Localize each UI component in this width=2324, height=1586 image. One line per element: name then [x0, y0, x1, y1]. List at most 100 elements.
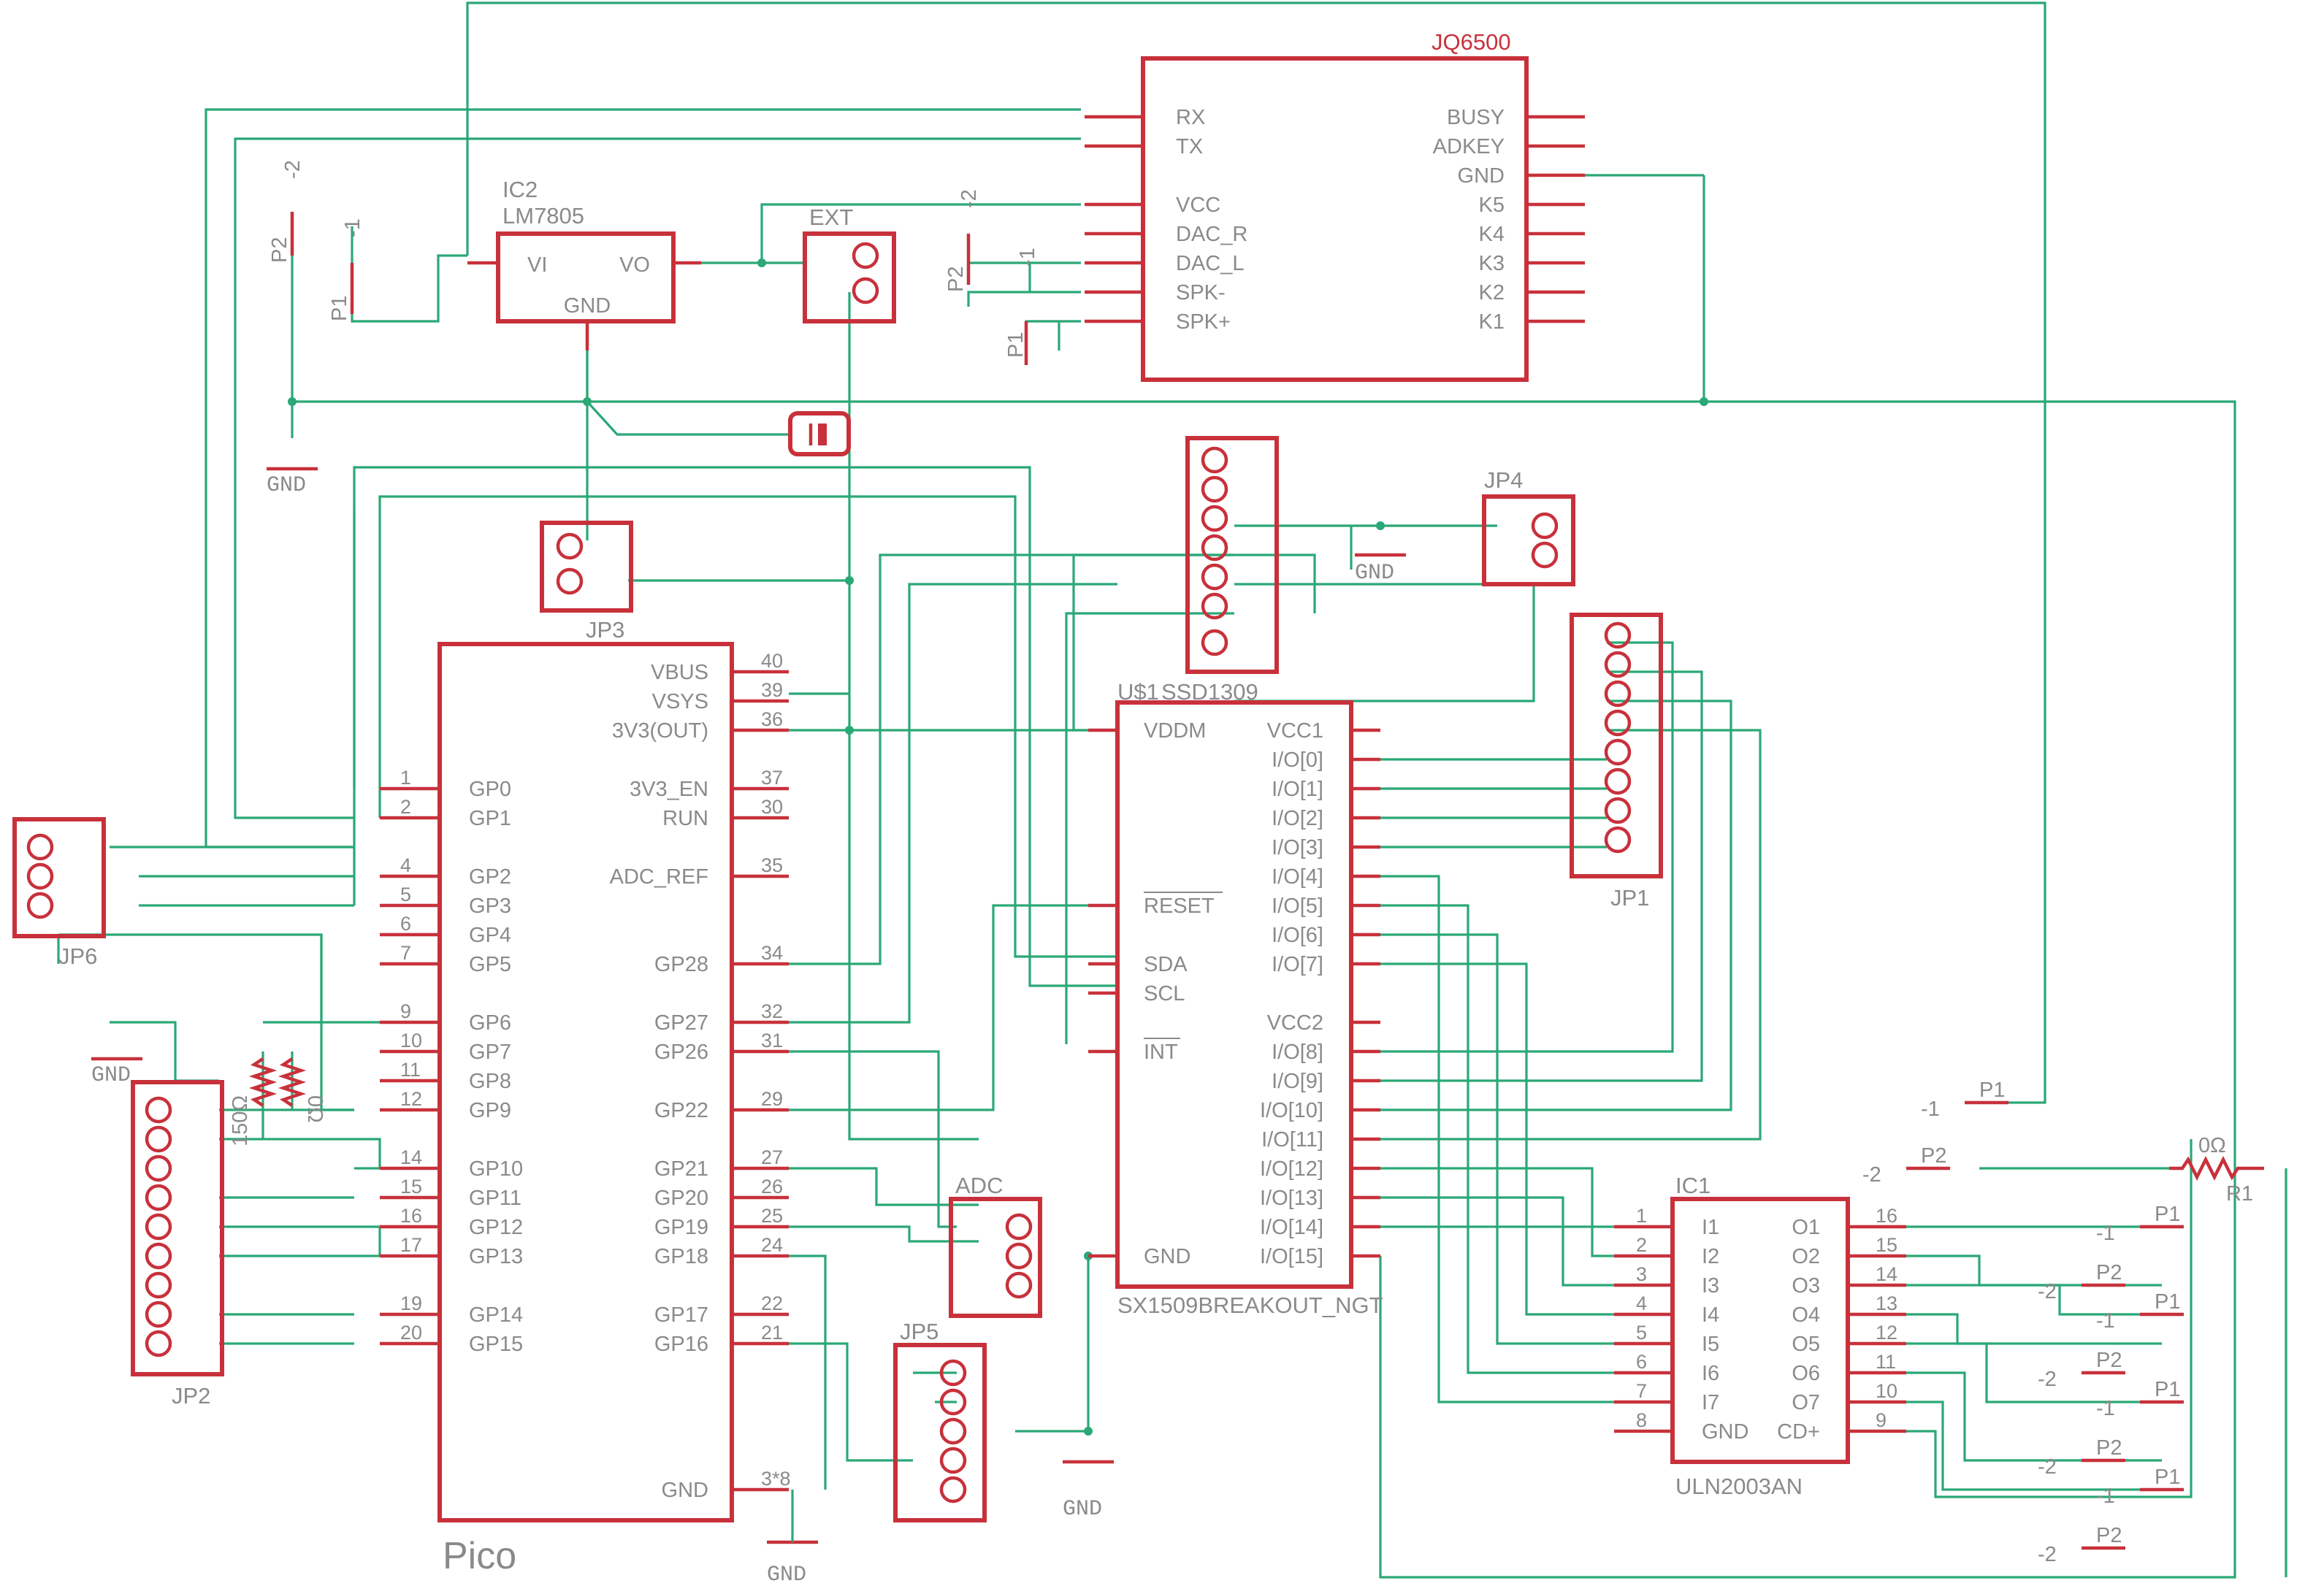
sx-right-pin-label: I/O[15] [1260, 1245, 1323, 1268]
jp3-header[interactable]: JP3 [540, 521, 633, 643]
sx-left-pin-label: RESET [1144, 894, 1215, 918]
sx-right-pin-label: I/O[3] [1272, 836, 1323, 859]
pico-left-pin-label: GP0 [469, 778, 511, 801]
capacitor[interactable] [788, 411, 851, 456]
supply-value-label: -1 [2096, 1485, 2115, 1508]
gnd-label-5: GND [767, 1563, 806, 1586]
pico-right-pin-number: 21 [761, 1322, 783, 1344]
pico-left-pin-number: 5 [400, 884, 411, 905]
pico-right-pin-number: 31 [761, 1030, 783, 1051]
sx-right-pin-label: I/O[8] [1272, 1041, 1323, 1064]
pico-right-pin-label: VBUS [651, 661, 708, 684]
pico-left-pin-number: 19 [400, 1292, 422, 1314]
jp5-header[interactable]: JP5 [893, 1319, 987, 1522]
pico-right-pin-label: 3V3_EN [630, 778, 708, 801]
uln-left-pin-number: 3 [1636, 1263, 1647, 1285]
pico-name: Pico [443, 1535, 516, 1577]
pico-left-pin-label: GP15 [469, 1333, 523, 1356]
uln-right-pin-label: O3 [1792, 1274, 1820, 1298]
jq-pin-vcc: VCC [1176, 194, 1220, 217]
uln-right-pin-number: 11 [1876, 1351, 1896, 1373]
pico-right-pins: 40VBUS39VSYS363V3(OUT)373V3_EN30RUN35ADC… [610, 650, 791, 1502]
r0-value: 0Ω [303, 1095, 326, 1123]
uln-left-pin-number: 8 [1636, 1409, 1647, 1431]
ic2-gnd-label: GND [564, 294, 611, 318]
uln-left-pin-number: 5 [1636, 1322, 1647, 1344]
r1-value: 0Ω [2198, 1134, 2226, 1157]
jp4-header[interactable]: JP4 [1482, 467, 1575, 586]
sx1509-value: SX1509BREAKOUT_NGT [1117, 1292, 1383, 1318]
supply-value-label: -1 [2096, 1397, 2115, 1420]
jq-pin-k5: K5 [1479, 194, 1505, 217]
uln-left-pin-number: 2 [1636, 1234, 1647, 1256]
p2-label-top: P2 [268, 237, 291, 263]
r1-resistor[interactable]: 0Ω R1 [2169, 1134, 2264, 1206]
pico-left-pin-number: 1 [400, 767, 411, 789]
uln-right-pin-number: 16 [1876, 1205, 1897, 1227]
ic2-name: IC2 [502, 177, 538, 202]
pico-left-pin-label: GP6 [469, 1011, 511, 1035]
supply-name-label: P2 [1921, 1144, 1946, 1168]
pico-right-pin-label: 3V3(OUT) [612, 719, 708, 743]
uln-right-pin-number: 13 [1876, 1292, 1897, 1314]
supply-top-left: P2 P1 -2 -1 P2 P1 -2 -1 [268, 160, 1039, 365]
jq6500-title: JQ6500 [1432, 29, 1511, 55]
supply-name-label: P1 [1979, 1079, 2005, 1102]
sx-left-pin-label: SCL [1144, 982, 1185, 1005]
ssd1309-header[interactable]: SSD1309 [1161, 436, 1279, 705]
gnd-label-2: GND [1355, 561, 1394, 586]
pico-right-pin-number: 36 [761, 708, 783, 730]
sx-left-pin-label: INT [1144, 1041, 1178, 1064]
pico-left-pin-number: 15 [400, 1176, 422, 1198]
pico-right-pin-number: 30 [761, 796, 783, 818]
sx-right-pin-label: I/O[7] [1272, 953, 1323, 976]
gnd-label-1: GND [267, 473, 306, 498]
pico-right-pin-label: GND [662, 1479, 708, 1502]
jp6-header[interactable]: JP6 [12, 817, 106, 969]
pico-left-pin-number: 7 [400, 942, 411, 964]
pico-right-pin-label: GP18 [654, 1245, 708, 1268]
ext-connector[interactable]: EXT [803, 204, 896, 323]
pico-right-pin-label: GP17 [654, 1303, 708, 1327]
jq-pin-spkp: SPK+ [1176, 310, 1231, 334]
sx1509-breakout[interactable]: U$1 SX1509BREAKOUT_NGT VDDMRESETSDASCLIN… [1088, 679, 1383, 1318]
pico-left-pin-label: GP10 [469, 1157, 523, 1181]
gnd-label-3: GND [91, 1063, 131, 1088]
m2-label-dac: -2 [957, 189, 981, 208]
uln-right-pin-label: O4 [1792, 1303, 1820, 1327]
pico-right-pin-number: 35 [761, 854, 783, 876]
pico-right-pin-number: 26 [761, 1176, 783, 1198]
uln-right-pin-label: O6 [1792, 1362, 1820, 1385]
p1-label-top: P1 [328, 296, 351, 321]
pico-right-pin-number: 25 [761, 1205, 783, 1227]
jp6-name: JP6 [58, 943, 97, 969]
jp2-header[interactable]: JP2 [131, 1080, 224, 1409]
ic2-regulator[interactable]: IC2 LM7805 VI VO GND [467, 177, 701, 350]
sx-right-pin-label: I/O[6] [1272, 924, 1323, 947]
gnd-label-4: GND [1063, 1497, 1102, 1522]
r150-value: 150Ω [229, 1095, 252, 1146]
supply-name-label: P1 [2155, 1290, 2180, 1314]
pico-right-pin-label: GP19 [654, 1216, 708, 1239]
supply-name-label: P1 [2155, 1203, 2180, 1226]
pico-right-pin-number: 37 [761, 767, 783, 789]
supply-value-label: -2 [2038, 1280, 2057, 1303]
jq6500-module[interactable]: JQ6500 RX TX VCC DAC_R DAC_L SPK- SPK+ B… [1085, 29, 1585, 382]
resistor-0[interactable]: 0Ω [278, 1057, 326, 1123]
ic2-vi-label: VI [527, 253, 547, 277]
jp1-header[interactable]: JP1 [1570, 613, 1663, 911]
resistor-150[interactable]: 150Ω [229, 1057, 278, 1146]
gnd-symbols: GND GND GND GND GND [91, 467, 1406, 1586]
jq-pin-k3: K3 [1479, 252, 1505, 275]
pico-left-pin-number: 16 [400, 1205, 422, 1227]
p1-label-dac: P1 [1004, 332, 1028, 358]
jq-pin-k2: K2 [1479, 281, 1505, 304]
uln-right-pin-number: 10 [1876, 1380, 1897, 1402]
sx-right-pin-label: VCC2 [1267, 1011, 1323, 1035]
supply-value-label: -1 [2096, 1222, 2115, 1245]
adc-header[interactable]: ADC [949, 1173, 1042, 1318]
p2-label-dac: P2 [944, 267, 968, 292]
